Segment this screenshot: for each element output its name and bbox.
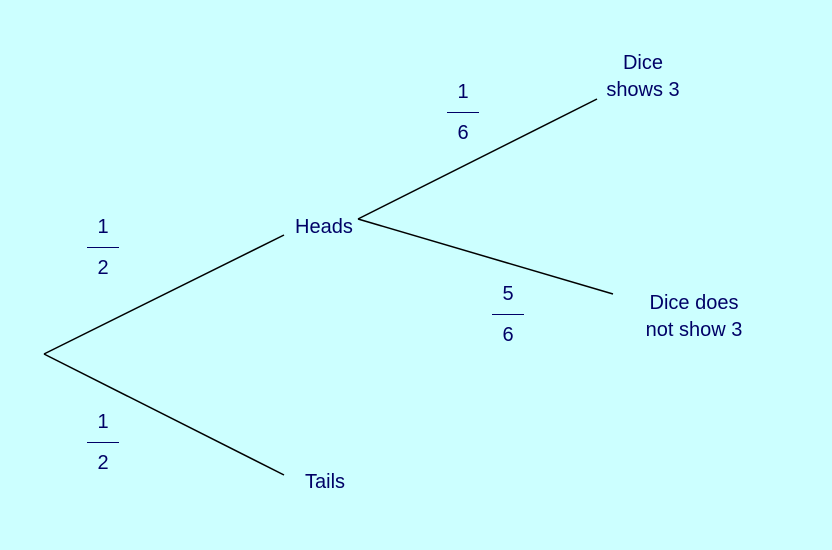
prob-tails-denominator: 2 [97,452,109,474]
branch-root-heads [43,234,285,355]
fraction-bar [87,442,119,443]
node-dice-shows-3-line1: Dice [622,52,663,74]
prob-shows-3: 1 6 [447,80,479,145]
node-dice-not-3: Dice does not show 3 [636,290,752,344]
branch-heads-not3 [357,218,614,295]
node-heads: Heads [295,216,353,238]
fraction-bar [87,247,119,248]
prob-shows-3-numerator: 1 [457,81,469,103]
prob-heads-denominator: 2 [97,257,109,279]
node-dice-not-3-line1: Dice does [649,292,739,314]
branch-heads-shows3 [357,98,598,220]
node-tails: Tails [305,471,346,493]
prob-tails: 1 2 [87,410,119,475]
node-dice-shows-3-line2: shows 3 [606,79,680,101]
node-dice-not-3-line2: not show 3 [645,319,743,341]
node-dice-shows-3: Dice shows 3 [596,50,690,104]
fraction-bar [492,314,524,315]
fraction-bar [447,112,479,113]
prob-shows-3-denominator: 6 [457,122,469,144]
prob-not-3-denominator: 6 [502,324,514,346]
prob-not-3-numerator: 5 [502,283,514,305]
branch-root-tails [43,353,285,476]
prob-heads: 1 2 [87,215,119,280]
prob-not-3: 5 6 [492,282,524,347]
prob-tails-numerator: 1 [97,411,109,433]
prob-heads-numerator: 1 [97,216,109,238]
